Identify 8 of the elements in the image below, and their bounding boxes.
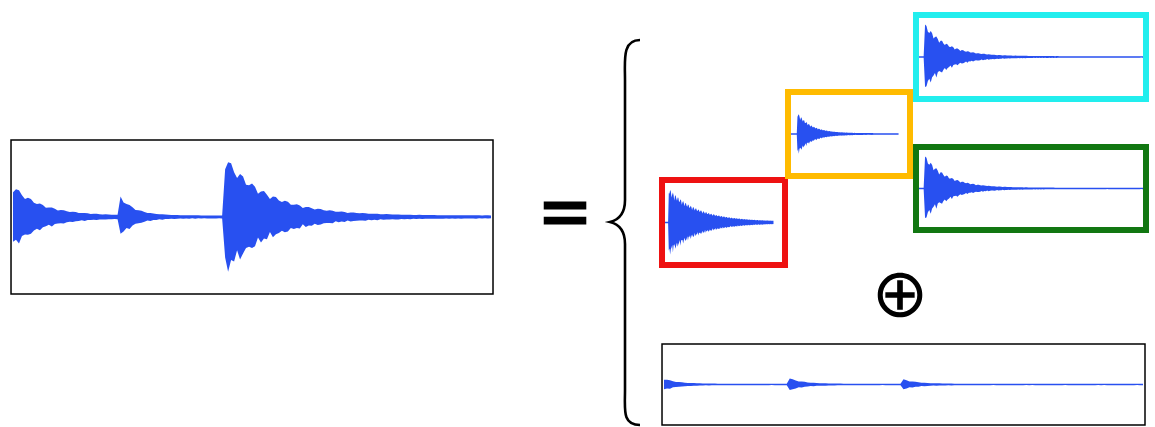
circled-plus-sign: ⊕ [877, 272, 923, 318]
waveform-box [659, 177, 788, 268]
waveform-box [10, 139, 494, 295]
waveform-box [913, 144, 1149, 233]
waveform-box [661, 343, 1146, 426]
waveform-box [913, 12, 1149, 102]
equals-sign: = [543, 201, 587, 225]
waveform-box [785, 89, 913, 179]
